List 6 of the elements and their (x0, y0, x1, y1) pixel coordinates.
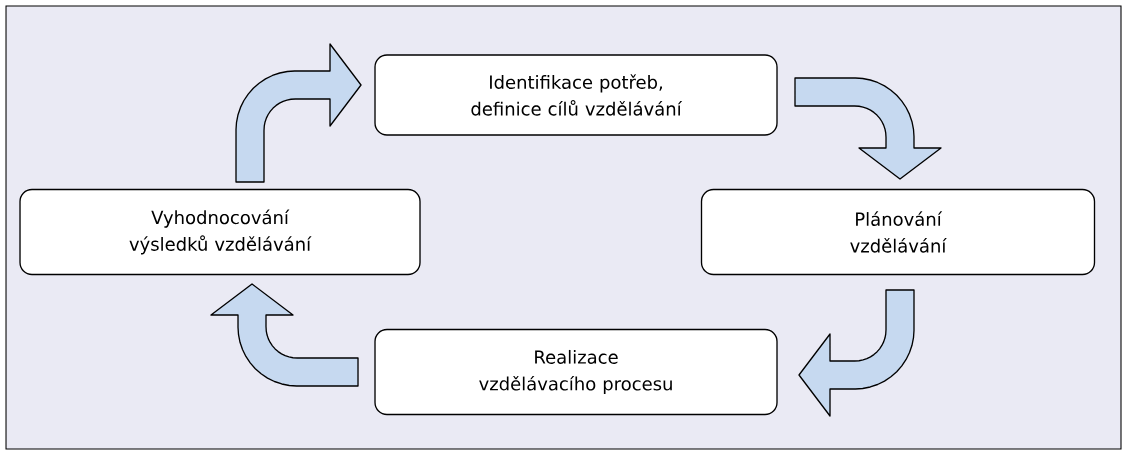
process-box: Realizace vzdělávacího procesu (374, 328, 778, 416)
process-box: Plánování vzdělávání (700, 188, 1096, 276)
block-arrow (798, 289, 915, 417)
block-arrow (235, 43, 362, 183)
process-box: Identifikace potřeb, definice cílů vzdělávání (374, 54, 778, 136)
process-box: Vyhodnocování výsledků vzdělávání (19, 188, 421, 276)
